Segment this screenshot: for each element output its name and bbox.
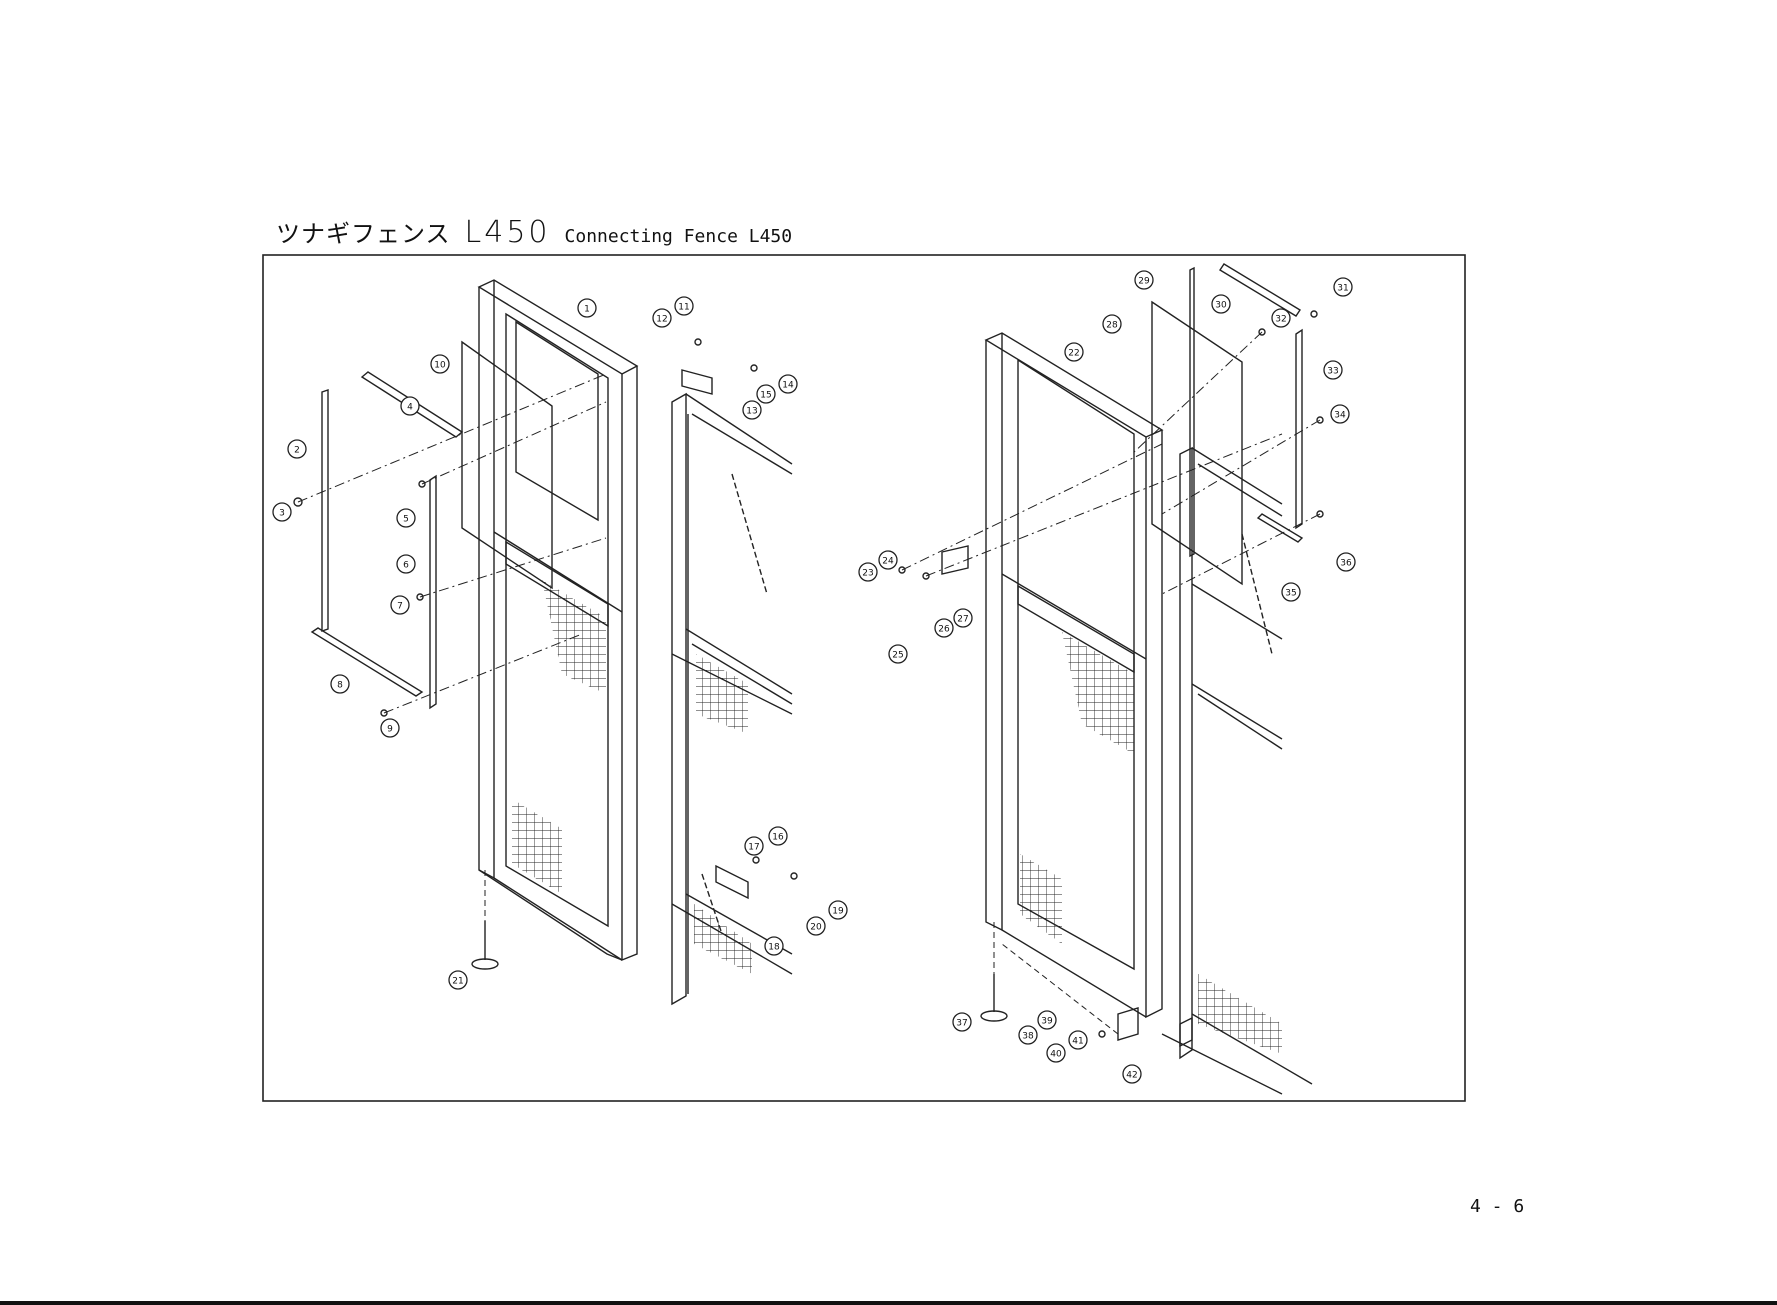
callout-label: 42 xyxy=(1126,1071,1137,1081)
diagram-border xyxy=(263,255,1465,1101)
callout-20: 20 xyxy=(807,917,825,935)
callout-label: 2 xyxy=(294,446,300,456)
callout-label: 13 xyxy=(746,407,757,417)
callout-26: 26 xyxy=(935,619,953,637)
callout-10: 10 xyxy=(431,355,449,373)
callout-42: 42 xyxy=(1123,1065,1141,1083)
callout-label: 28 xyxy=(1106,321,1118,331)
callout-label: 9 xyxy=(387,725,393,735)
callout-label: 29 xyxy=(1138,277,1150,287)
callout-label: 8 xyxy=(337,681,343,691)
callout-31: 31 xyxy=(1334,278,1352,296)
callout-label: 18 xyxy=(768,943,780,953)
callout-label: 25 xyxy=(892,651,903,661)
callout-label: 15 xyxy=(760,391,771,401)
callout-5: 5 xyxy=(397,509,415,527)
callout-label: 30 xyxy=(1215,301,1227,311)
callout-label: 19 xyxy=(832,907,844,917)
callout-label: 39 xyxy=(1041,1017,1053,1027)
bottom-rule xyxy=(0,1301,1777,1305)
callout-12: 12 xyxy=(653,309,671,327)
callout-label: 22 xyxy=(1068,349,1079,359)
title-japanese: ツナギフェンス xyxy=(276,214,451,249)
callout-label: 7 xyxy=(397,602,403,612)
callout-27: 27 xyxy=(954,609,972,627)
callout-2: 2 xyxy=(288,440,306,458)
callout-25: 25 xyxy=(889,645,907,663)
callout-15: 15 xyxy=(757,385,775,403)
diagram-title: ツナギフェンス L450 Connecting Fence L450 xyxy=(276,214,792,246)
callout-label: 36 xyxy=(1340,559,1352,569)
callout-label: 12 xyxy=(656,315,667,325)
callout-30: 30 xyxy=(1212,295,1230,313)
callout-label: 3 xyxy=(279,509,285,519)
callout-34: 34 xyxy=(1331,405,1349,423)
callout-32: 32 xyxy=(1272,309,1290,327)
callout-38: 38 xyxy=(1019,1026,1037,1044)
exploded-parts-diagram: 1234567891011121314151617181920212223242… xyxy=(262,254,1466,1102)
callout-24: 24 xyxy=(879,551,897,569)
callout-label: 11 xyxy=(678,303,689,313)
callout-label: 1 xyxy=(584,305,590,315)
callout-6: 6 xyxy=(397,555,415,573)
callout-16: 16 xyxy=(769,827,787,845)
callout-22: 22 xyxy=(1065,343,1083,361)
callout-28: 28 xyxy=(1103,315,1121,333)
callout-label: 10 xyxy=(434,361,446,371)
callout-14: 14 xyxy=(779,375,797,393)
right-fence-assembly xyxy=(899,264,1323,1094)
callout-label: 33 xyxy=(1327,367,1338,377)
callout-7: 7 xyxy=(391,596,409,614)
callout-29: 29 xyxy=(1135,271,1153,289)
callout-13: 13 xyxy=(743,401,761,419)
callout-11: 11 xyxy=(675,297,693,315)
callout-label: 23 xyxy=(862,569,873,579)
callout-37: 37 xyxy=(953,1013,971,1031)
callout-21: 21 xyxy=(449,971,467,989)
callout-41: 41 xyxy=(1069,1031,1087,1049)
callout-label: 17 xyxy=(748,843,759,853)
callout-40: 40 xyxy=(1047,1044,1065,1062)
callout-4: 4 xyxy=(401,397,419,415)
callout-label: 32 xyxy=(1275,315,1286,325)
callout-18: 18 xyxy=(765,937,783,955)
callout-1: 1 xyxy=(578,299,596,317)
callout-label: 35 xyxy=(1285,589,1296,599)
callout-label: 26 xyxy=(938,625,950,635)
callout-label: 34 xyxy=(1334,411,1346,421)
callout-23: 23 xyxy=(859,563,877,581)
callout-17: 17 xyxy=(745,837,763,855)
callout-label: 41 xyxy=(1072,1037,1083,1047)
callout-label: 4 xyxy=(407,403,413,413)
callout-label: 6 xyxy=(403,561,409,571)
callout-label: 16 xyxy=(772,833,784,843)
callout-label: 24 xyxy=(882,557,894,567)
callout-label: 40 xyxy=(1050,1050,1062,1060)
callout-label: 14 xyxy=(782,381,794,391)
callout-label: 31 xyxy=(1337,284,1348,294)
callout-36: 36 xyxy=(1337,553,1355,571)
callout-9: 9 xyxy=(381,719,399,737)
page-number: 4 - 6 xyxy=(1470,1196,1524,1217)
title-english: Connecting Fence L450 xyxy=(565,226,793,247)
callout-3: 3 xyxy=(273,503,291,521)
callout-label: 20 xyxy=(810,923,822,933)
callout-label: 27 xyxy=(957,615,968,625)
callout-label: 21 xyxy=(452,977,463,987)
callout-39: 39 xyxy=(1038,1011,1056,1029)
title-model: L450 xyxy=(465,215,551,250)
callout-19: 19 xyxy=(829,901,847,919)
callout-33: 33 xyxy=(1324,361,1342,379)
callout-label: 38 xyxy=(1022,1032,1034,1042)
callout-35: 35 xyxy=(1282,583,1300,601)
callout-label: 5 xyxy=(403,515,409,525)
callout-label: 37 xyxy=(956,1019,967,1029)
left-fence-assembly xyxy=(294,280,797,1004)
callout-8: 8 xyxy=(331,675,349,693)
